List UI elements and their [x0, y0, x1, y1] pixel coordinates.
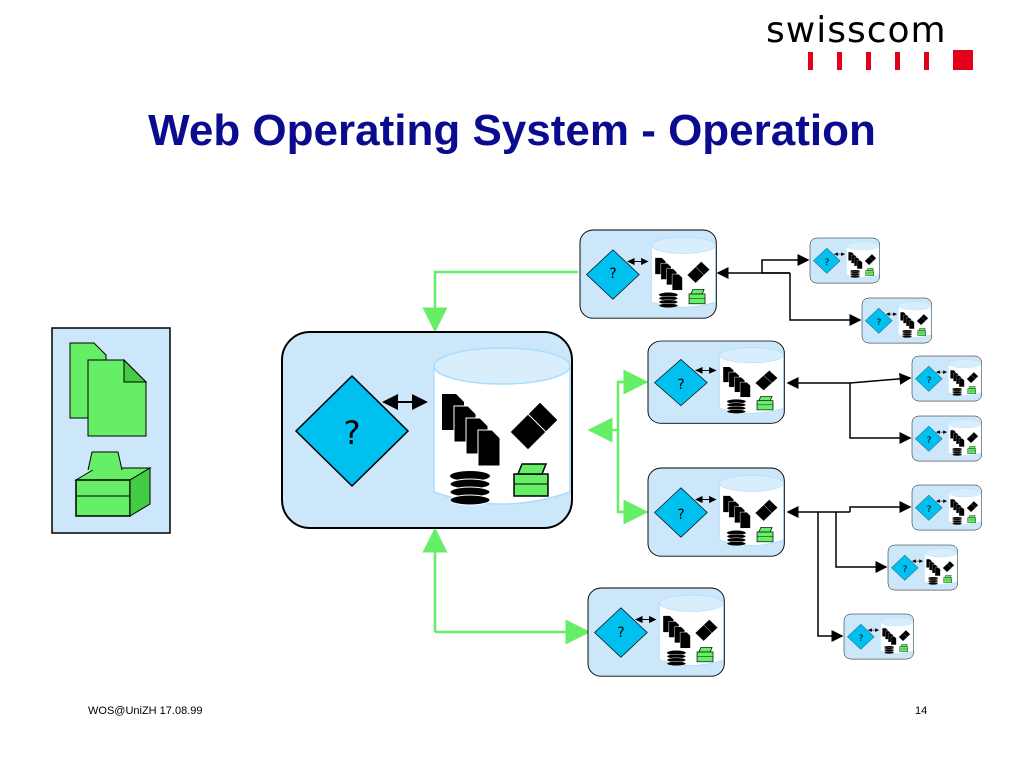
node-mid1-label: ?: [677, 377, 684, 393]
printer-icon: [74, 451, 152, 517]
node-bottom-label: ?: [617, 625, 624, 641]
small-node-5: [912, 485, 982, 530]
small-node-2-label: ?: [877, 318, 882, 328]
node-top-label: ?: [609, 266, 616, 282]
node-bottom: [588, 588, 724, 676]
node-mid2-label: ?: [677, 507, 684, 523]
document-icon: [69, 342, 148, 437]
page-title: Web Operating System - Operation: [148, 106, 876, 155]
small-node-3: [912, 356, 982, 401]
small-node-6-label: ?: [903, 565, 908, 575]
node-mid1: [648, 341, 784, 423]
small-node-1: [810, 238, 880, 283]
small-node-2: [862, 298, 932, 343]
small-node-1-label: ?: [825, 258, 830, 268]
black-links: [716, 254, 912, 642]
small-node-5-label: ?: [927, 505, 932, 515]
small-node-7-label: ?: [859, 634, 864, 644]
small-node-4: [912, 416, 982, 461]
logo-text: swisscom: [766, 10, 947, 51]
small-node-4-label: ?: [927, 436, 932, 446]
main-node-label: ?: [344, 414, 361, 452]
footer-left: WOS@UniZH 17.08.99: [88, 705, 203, 717]
small-node-3-label: ?: [927, 376, 932, 386]
small-node-7: [844, 614, 914, 659]
node-top: [580, 230, 716, 318]
green-links: [422, 270, 649, 645]
node-mid2: [648, 468, 784, 556]
swisscom-logo: swisscom: [760, 8, 985, 70]
page-number: 14: [915, 705, 928, 717]
legend-panel: [51, 327, 171, 534]
main-node: [282, 332, 572, 528]
small-node-6: [888, 545, 958, 590]
logo-bars: [808, 50, 973, 70]
